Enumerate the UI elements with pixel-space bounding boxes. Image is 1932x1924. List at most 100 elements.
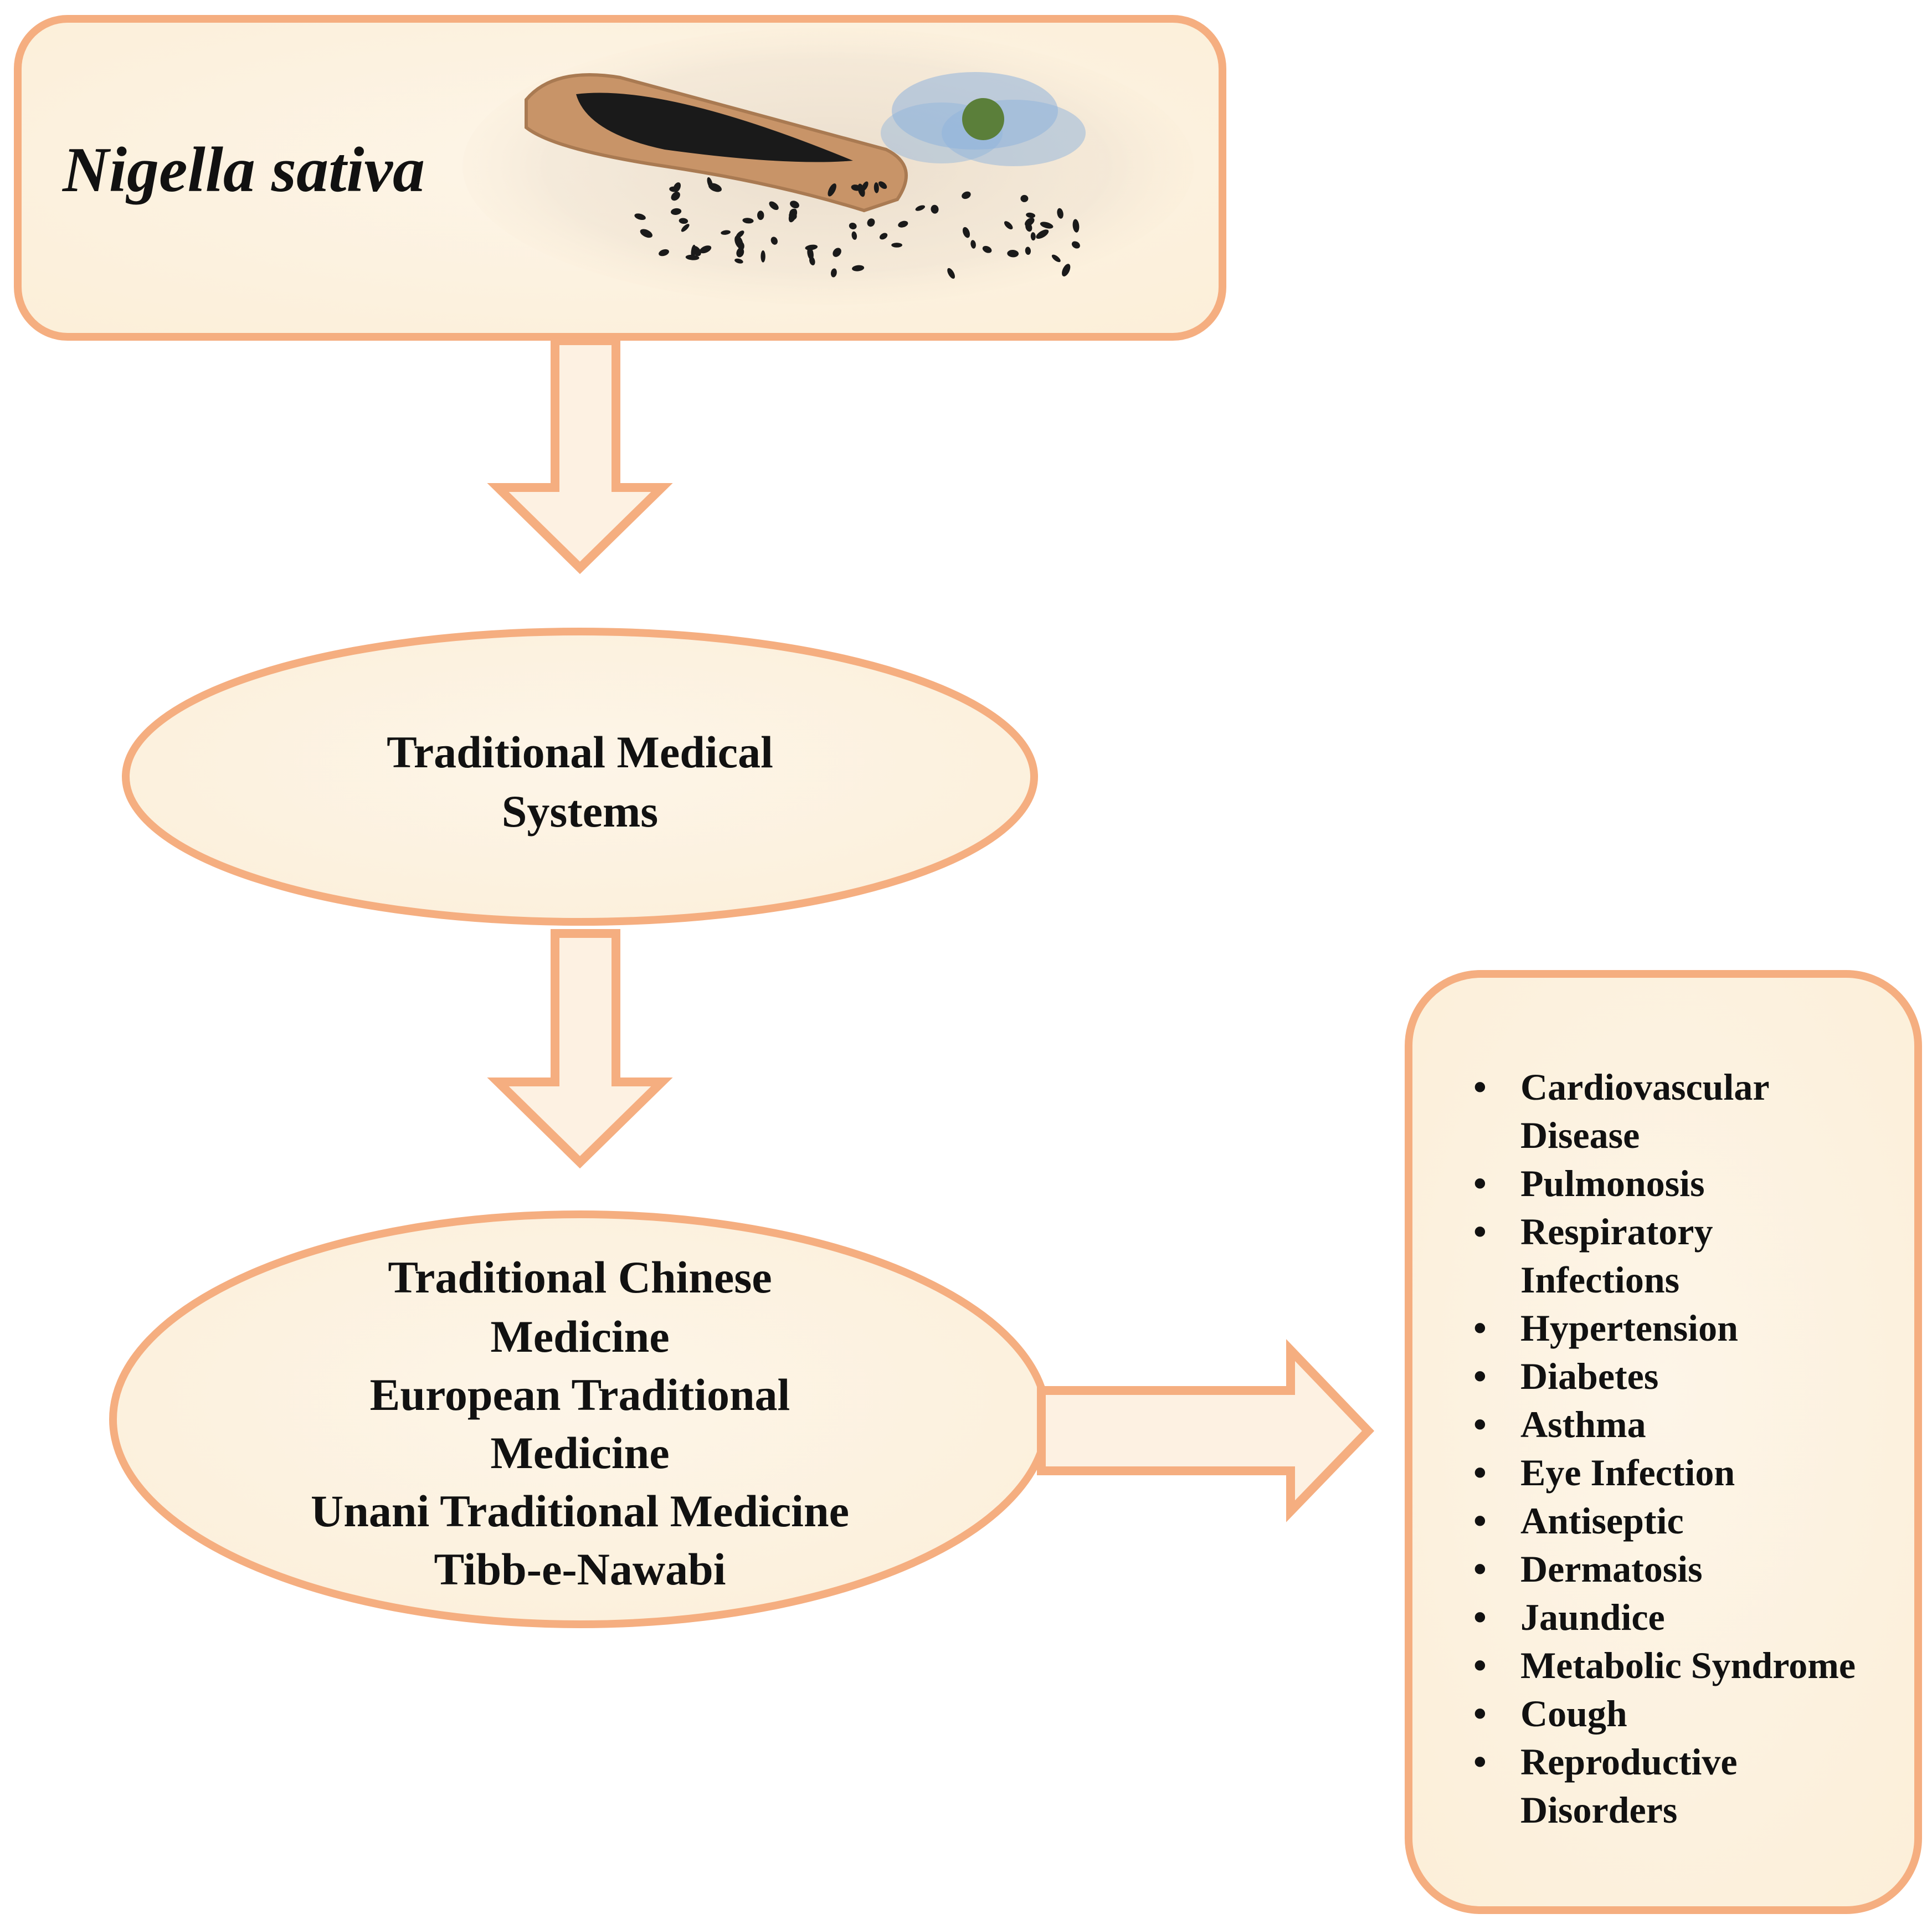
seed-mark: [770, 237, 778, 245]
seed-mark: [707, 177, 713, 189]
seed-mark: [1025, 247, 1031, 255]
seed-mark: [898, 220, 908, 228]
ellipse-1-line-1: Traditional Medical: [387, 727, 773, 777]
seed-mark: [671, 191, 680, 201]
seed-mark: [849, 222, 857, 230]
seed-mark: [1004, 221, 1013, 230]
list-item-text: Diabetes: [1520, 1355, 1658, 1397]
list-bullet: •: [1473, 1451, 1487, 1494]
ellipse-traditional-medical-systems: Traditional Medical Systems: [122, 628, 1038, 926]
seed-mark: [1026, 212, 1036, 218]
list-bullet: •: [1473, 1741, 1487, 1783]
seed-mark: [736, 248, 744, 258]
list-bullet: •: [1473, 1355, 1487, 1397]
seed-mark: [828, 183, 836, 197]
list-bullet: •: [1473, 1162, 1487, 1204]
seed-mark: [634, 213, 646, 220]
seed-mark: [691, 245, 701, 256]
seed-mark: [962, 191, 971, 199]
seed-mark: [970, 240, 976, 249]
list-bullet: •: [1473, 1644, 1487, 1686]
list-item-text: Pulmonosis: [1520, 1162, 1705, 1204]
seed-mark: [861, 181, 869, 191]
seed-mark: [891, 243, 902, 248]
list-bullet: •: [1473, 1403, 1487, 1445]
seed-mark: [879, 233, 888, 240]
top-box-title: Nigella sativa: [61, 135, 425, 206]
seed-mark: [1025, 217, 1035, 227]
ellipse-2-line-3: European Traditional: [370, 1369, 790, 1420]
list-bullet: •: [1473, 1692, 1487, 1735]
list-item-text: Reproductive: [1520, 1741, 1738, 1783]
seed-mark: [1020, 194, 1029, 202]
seed-mark: [809, 256, 815, 266]
seed-mark: [1071, 241, 1080, 249]
list-item-text: Cardiovascular: [1520, 1066, 1770, 1108]
seed-mark: [831, 268, 837, 278]
seed-mark: [788, 208, 797, 223]
seed-mark: [947, 268, 955, 279]
top-box: Nigella sativa: [14, 15, 1226, 341]
seed-mark: [681, 224, 690, 232]
down-arrow-1: [487, 336, 673, 574]
seed-mark: [761, 250, 765, 263]
list-item-text: Infections: [1520, 1259, 1679, 1301]
list-bullet: •: [1473, 1548, 1487, 1590]
seed-mark: [873, 182, 879, 193]
seed-mark: [1051, 254, 1061, 263]
nigella-seeds-and-flower-image: [463, 28, 1194, 305]
seed-mark: [769, 201, 779, 211]
seed-mark: [669, 186, 679, 192]
seed-mark: [833, 248, 841, 257]
seed-mark: [852, 265, 865, 271]
list-item-text: Disorders: [1520, 1789, 1677, 1831]
ellipse-1-line-2: Systems: [502, 786, 658, 837]
list-item-text: Respiratory: [1520, 1210, 1713, 1253]
nigella-flower-icon: [881, 72, 1086, 166]
list-item-text: Jaundice: [1520, 1596, 1665, 1638]
list-bullet: •: [1473, 1307, 1487, 1349]
list-item-text: Metabolic Syndrome: [1520, 1644, 1856, 1686]
ellipse-2-line-1: Traditional Chinese: [388, 1252, 772, 1302]
ellipse-traditional-medicines: Traditional Chinese Medicine European Tr…: [109, 1210, 1051, 1628]
seed-mark: [962, 227, 970, 238]
list-bullet: •: [1473, 1066, 1487, 1108]
seed-mark: [640, 229, 652, 238]
seed-mark: [1036, 229, 1049, 239]
seed-mark: [1062, 264, 1071, 276]
ellipse-2-line-6: Tibb-e-Nawabi: [434, 1544, 726, 1594]
ellipse-2-line-2: Medicine: [490, 1311, 669, 1362]
list-bullet: •: [1473, 1500, 1487, 1542]
list-item-text: Eye Infection: [1520, 1451, 1735, 1494]
seed-mark: [742, 218, 754, 224]
list-item-text: Disease: [1520, 1114, 1640, 1156]
ellipse-2-line-4: Medicine: [490, 1428, 669, 1478]
seed-mark: [878, 181, 887, 189]
seed-mark: [867, 218, 875, 227]
list-item-text: Antiseptic: [1520, 1500, 1684, 1542]
seed-mark: [982, 245, 992, 253]
seed-mark: [851, 231, 857, 240]
list-bullet: •: [1473, 1596, 1487, 1638]
seed-mark: [1072, 219, 1080, 233]
seed-mark: [1057, 208, 1063, 219]
seed-mark: [1030, 232, 1036, 241]
seed-mark: [757, 211, 764, 220]
seed-mark: [790, 201, 799, 209]
seed-mark: [659, 249, 669, 256]
list-item-text: Asthma: [1520, 1403, 1646, 1445]
seed-mark: [1040, 222, 1054, 229]
seed-mark: [721, 230, 731, 235]
seed-mark: [931, 204, 939, 214]
list-item-text: Hypertension: [1520, 1307, 1738, 1349]
seed-mark: [679, 218, 688, 224]
seed-mark: [700, 245, 712, 254]
down-arrow-2: [487, 929, 673, 1169]
seed-mark: [671, 208, 682, 215]
list-item-text: Dermatosis: [1520, 1548, 1703, 1590]
seed-mark: [915, 205, 926, 211]
right-arrow: [1037, 1339, 1375, 1522]
